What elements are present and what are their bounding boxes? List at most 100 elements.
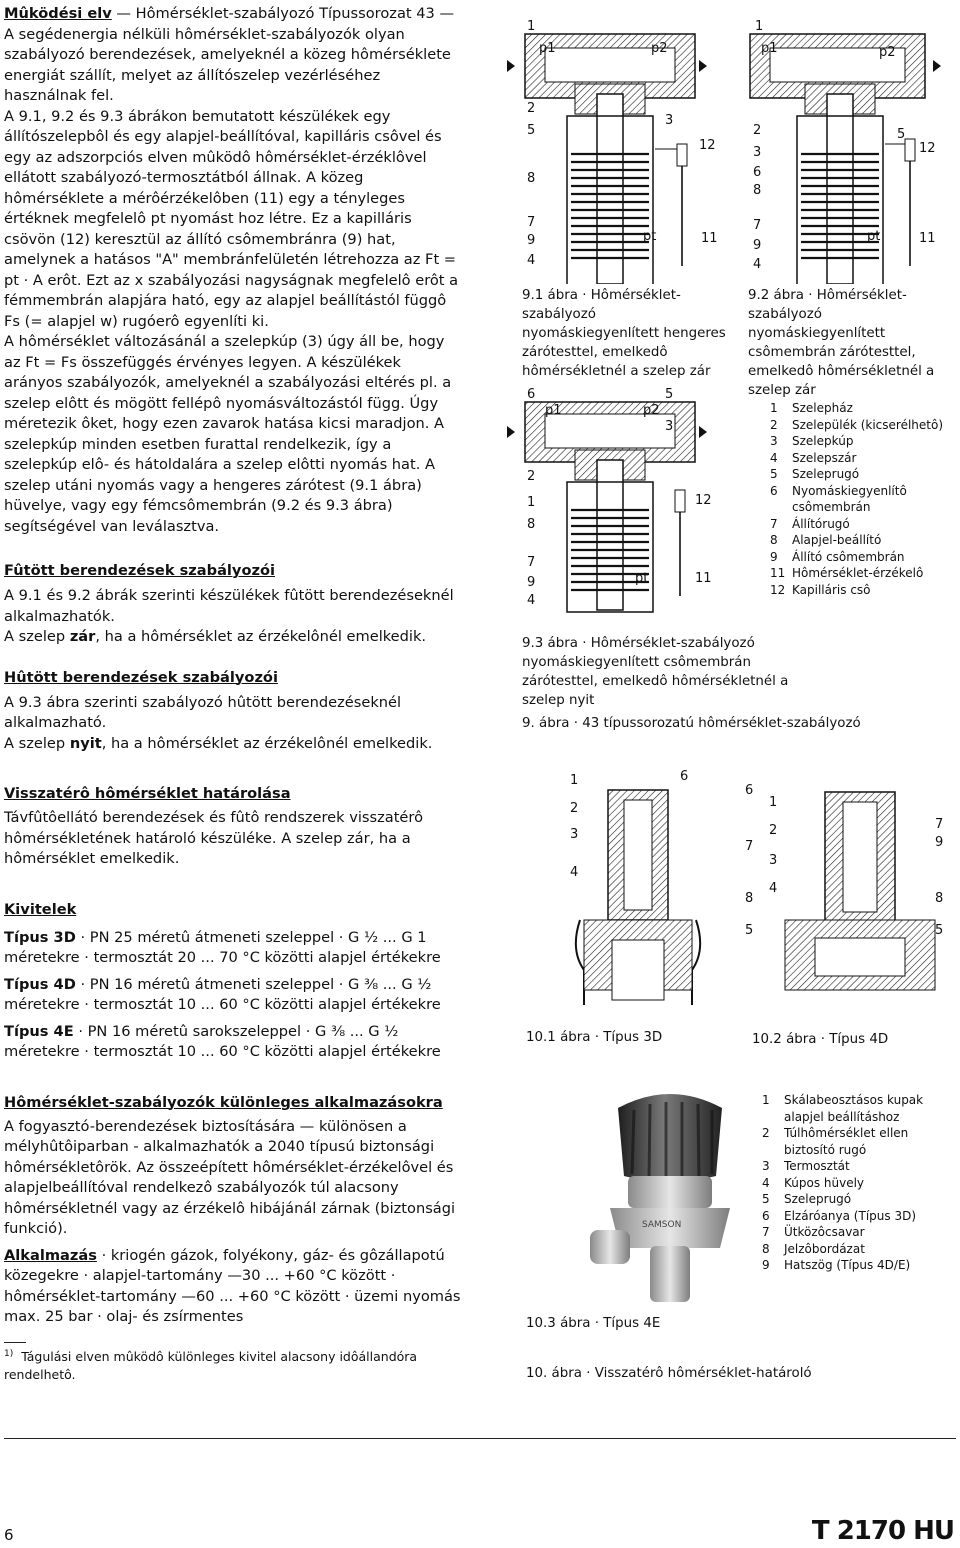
svg-text:SAMSON: SAMSON <box>642 1220 681 1230</box>
svg-text:9: 9 <box>527 233 535 248</box>
svg-text:8: 8 <box>753 183 761 198</box>
intro-paragraph-1: A segédenergia nélküli hômérséklet-szabá… <box>4 25 451 105</box>
svg-text:7: 7 <box>527 215 535 230</box>
figure-9-2-drawing <box>749 33 941 284</box>
caption-10-2: 10.2 ábra · Típus 4D <box>752 1032 889 1047</box>
svg-text:8: 8 <box>745 891 753 906</box>
svg-text:7: 7 <box>753 218 761 233</box>
svg-text:8: 8 <box>527 171 535 186</box>
svg-text:6: 6 <box>753 165 761 180</box>
svg-text:3: 3 <box>570 827 578 842</box>
footer-rule <box>4 1438 956 1439</box>
svg-text:8: 8 <box>935 891 943 906</box>
svg-text:3: 3 <box>665 419 673 434</box>
svg-text:9: 9 <box>753 238 761 253</box>
svg-text:2: 2 <box>769 823 777 838</box>
versions-heading: Kivitelek <box>4 900 77 918</box>
svg-text:3: 3 <box>665 113 673 128</box>
figure-10-2-drawing: 1 2 3 4 7 9 8 5 6 7 8 5 <box>745 783 943 991</box>
heated-paragraph-2: A szelep zár, ha a hômérséklet az érzéke… <box>4 628 427 645</box>
svg-text:1: 1 <box>570 773 578 788</box>
cooled-paragraph-2: A szelep nyit, ha a hômérséklet az érzék… <box>4 734 433 752</box>
svg-text:6: 6 <box>527 387 535 402</box>
figure-9-3-drawing: 6 p1 p2 5 3 2 1 8 7 9 4 12 pt 11 <box>507 387 712 613</box>
figure-10-3-photo: SAMSON <box>590 1094 730 1302</box>
svg-text:2: 2 <box>753 123 761 138</box>
svg-text:7: 7 <box>527 555 535 570</box>
return-heading: Visszatérô hômérséklet határolása <box>4 785 291 802</box>
footnote-rule <box>4 1341 26 1343</box>
svg-text:4: 4 <box>570 865 578 880</box>
heated-paragraph-1: A 9.1 és 9.2 ábrák szerinti készülékek f… <box>4 587 454 625</box>
svg-text:8: 8 <box>527 517 535 532</box>
svg-text:p1: p1 <box>545 403 562 418</box>
svg-text:4: 4 <box>527 593 535 608</box>
caption-figure-9: 9. ábra · 43 típussorozatú hômérséklet-s… <box>522 716 861 731</box>
svg-text:2: 2 <box>527 469 535 484</box>
svg-text:12: 12 <box>695 493 712 508</box>
svg-text:4: 4 <box>753 257 761 272</box>
svg-text:4: 4 <box>527 253 535 268</box>
figure-9-1-drawing <box>507 33 707 284</box>
svg-text:5: 5 <box>665 387 673 402</box>
svg-text:5: 5 <box>935 923 943 938</box>
intro-title-rest: — Hômérséklet-szabályozó Típussorozat 43… <box>116 5 455 22</box>
return-paragraph: Távfûtôellátó berendezések és fûtô rends… <box>4 809 424 867</box>
svg-text:1: 1 <box>769 795 777 810</box>
special-paragraph: A fogyasztó-berendezések biztosítására —… <box>4 1117 456 1238</box>
svg-text:11: 11 <box>701 231 718 246</box>
svg-text:pt: pt <box>867 229 880 244</box>
caption-9-1: 9.1 ábra · Hômérséklet-szabályozó nyomás… <box>522 288 726 379</box>
svg-text:11: 11 <box>919 231 936 246</box>
caption-figure-10: 10. ábra · Visszatérô hômérséklet-határo… <box>526 1366 812 1381</box>
svg-text:p2: p2 <box>651 41 668 56</box>
version-item: Típus 4D · PN 16 méretû átmeneti szelepp… <box>4 975 441 1014</box>
cooled-heading: Hûtött berendezések szabályozói <box>4 668 278 686</box>
svg-text:5: 5 <box>745 923 753 938</box>
svg-text:p2: p2 <box>879 45 896 60</box>
caption-9-2: 9.2 ábra · Hômérséklet-szabályozó nyomás… <box>748 288 935 398</box>
cooled-paragraph-1: A 9.3 ábra szerinti szabályozó hûtött be… <box>4 693 402 732</box>
application-paragraph: Alkalmazás · kriogén gázok, folyékony, g… <box>4 1246 461 1326</box>
svg-text:2: 2 <box>570 801 578 816</box>
svg-text:11: 11 <box>695 571 712 586</box>
document-number: T 2170 HU <box>811 1516 955 1546</box>
left-column: Mûködési elv — Hômérséklet-szabályozó Tí… <box>4 4 462 1384</box>
page-number: 6 <box>4 1526 14 1544</box>
intro-paragraph-3: A hômérséklet változásánál a szelepkúp (… <box>4 333 452 535</box>
svg-text:5: 5 <box>527 123 535 138</box>
intro-paragraph-2: A 9.1, 9.2 és 9.3 ábrákon bemutatott kés… <box>4 107 459 330</box>
svg-text:p1: p1 <box>761 41 778 56</box>
figure-9-drawings: 1 p1 p2 2 5 8 7 9 4 3 12 pt 11 1 p1 p2 2… <box>507 19 941 284</box>
svg-text:3: 3 <box>753 145 761 160</box>
svg-text:7: 7 <box>935 817 943 832</box>
caption-9-3: 9.3 ábra · Hômérséklet-szabályozó nyomás… <box>522 636 789 708</box>
svg-text:5: 5 <box>897 127 905 142</box>
svg-text:12: 12 <box>699 138 716 153</box>
svg-text:2: 2 <box>527 101 535 116</box>
svg-text:12: 12 <box>919 141 936 156</box>
heated-heading: Fûtött berendezések szabályozói <box>4 562 275 579</box>
intro-title: Mûködési elv <box>4 5 112 22</box>
footnote: 1) Tágulási elven mûködô különleges kivi… <box>4 1348 418 1382</box>
intro-heading-line: Mûködési elv — Hômérséklet-szabályozó Tí… <box>4 4 462 25</box>
svg-text:1: 1 <box>755 19 763 34</box>
svg-text:pt: pt <box>643 229 656 244</box>
svg-text:1: 1 <box>527 19 535 34</box>
